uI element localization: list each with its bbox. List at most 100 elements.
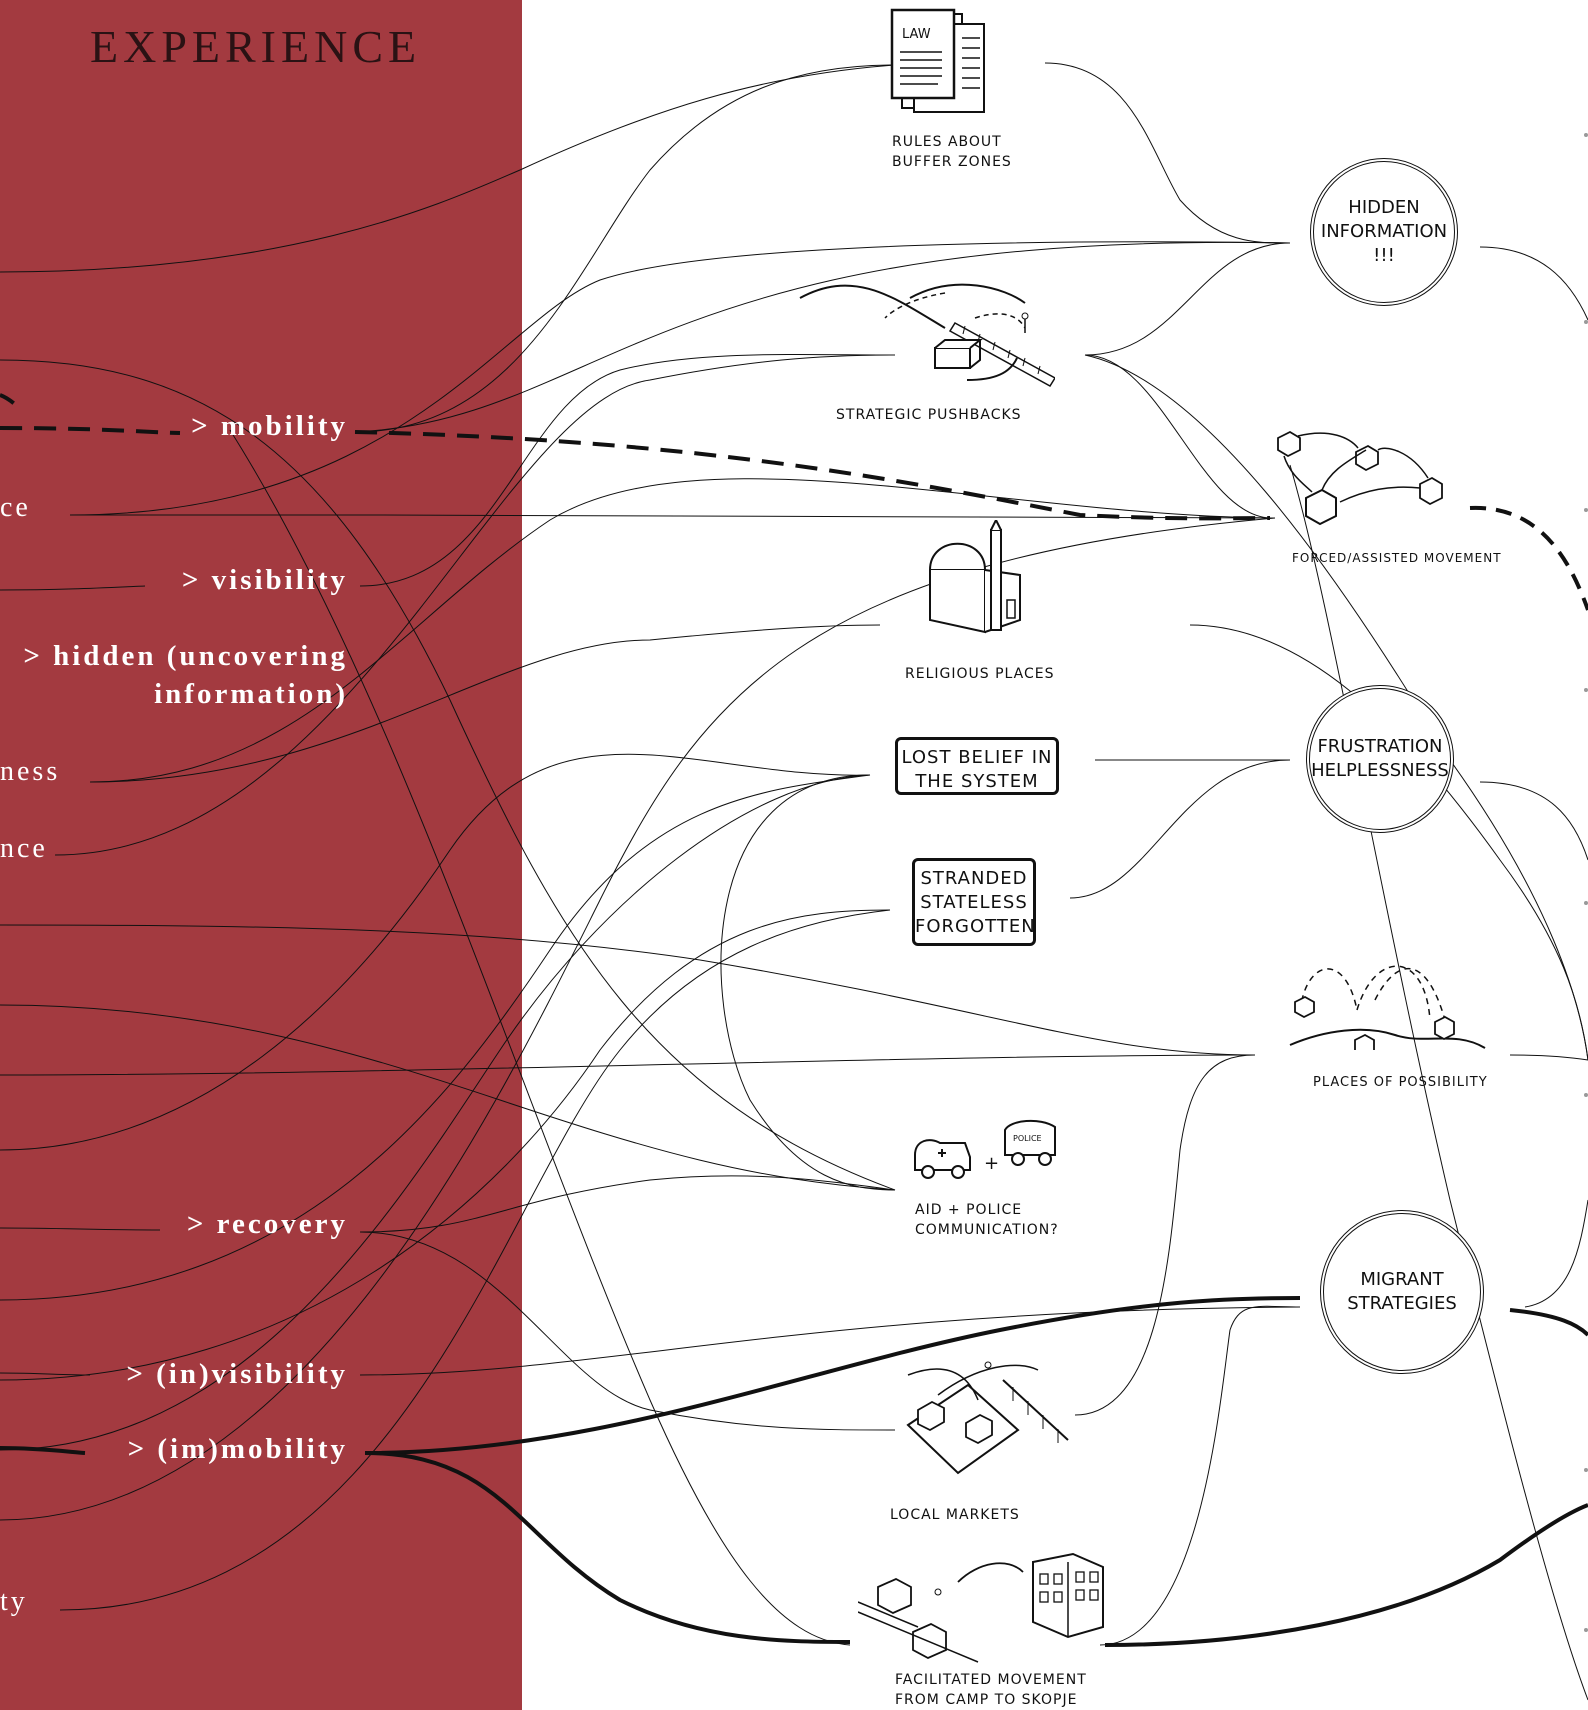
caption-line: FACILITATED MOVEMENT xyxy=(895,1672,1087,1688)
label-recovery: > recovery xyxy=(186,1208,348,1240)
link-line xyxy=(354,241,1291,433)
immobility-path xyxy=(1104,1503,1588,1647)
label-fragment: ty xyxy=(0,1586,28,1617)
caption-line: RULES ABOUT xyxy=(892,134,1002,150)
label-fragment: ce xyxy=(0,492,31,523)
immobility-path xyxy=(0,1446,86,1455)
link-line xyxy=(0,1054,1256,1076)
link-line xyxy=(1084,242,1291,356)
experience-panel xyxy=(0,0,522,1710)
immobility-path xyxy=(364,1296,1301,1455)
link-line xyxy=(1099,1305,1301,1646)
link-line xyxy=(1289,464,1588,1701)
link-line xyxy=(354,64,896,433)
svg-text:LAW: LAW xyxy=(902,27,931,42)
aid-caption: AID + POLICE COMMUNICATION? xyxy=(915,1200,1059,1240)
mobility-dashed-path xyxy=(1469,505,1588,611)
link-line xyxy=(69,241,1291,516)
link-line xyxy=(0,924,1256,1056)
label-fragment: nce xyxy=(0,833,48,864)
link-line xyxy=(720,774,896,1191)
node-line: STRATEGIES xyxy=(1347,1293,1457,1314)
node-line: HIDDEN xyxy=(1348,197,1420,218)
link-line xyxy=(359,1175,896,1233)
link-line xyxy=(1524,1199,1588,1308)
link-line xyxy=(359,1231,896,1431)
immobility-path xyxy=(364,1451,851,1644)
forced-movement-caption: FORCED/ASSISTED MOVEMENT xyxy=(1292,551,1502,565)
immobility-path xyxy=(1509,1308,1588,1337)
node-line: MIGRANT xyxy=(1360,1269,1444,1290)
facilitated-movement-icon xyxy=(858,1552,1104,1663)
law-document-icon: LAW xyxy=(890,8,985,113)
link-line xyxy=(0,359,896,1191)
pushbacks-caption: STRATEGIC PUSHBACKS xyxy=(836,407,1022,423)
link-line xyxy=(89,624,881,783)
mobility-dashed-path xyxy=(0,426,1271,521)
link-line xyxy=(69,514,1276,519)
node-line: THE SYSTEM xyxy=(915,771,1039,792)
forced-movement-icon xyxy=(1277,430,1443,526)
link-line xyxy=(0,585,146,591)
link-line xyxy=(0,753,871,1151)
mosque-icon xyxy=(928,520,1021,634)
mobility-dashed-path xyxy=(0,393,18,407)
link-line xyxy=(0,64,896,273)
link-line xyxy=(1084,354,1271,519)
religious-caption: RELIGIOUS PLACES xyxy=(905,666,1055,682)
link-line xyxy=(359,353,896,587)
lost-belief-node: LOST BELIEF IN THE SYSTEM xyxy=(895,737,1059,795)
caption-line: COMMUNICATION? xyxy=(915,1222,1059,1238)
label-fragment: ness xyxy=(0,756,61,787)
label-visibility: > visibility xyxy=(181,564,348,596)
svg-text:+: + xyxy=(984,1153,999,1174)
link-line xyxy=(0,909,891,1381)
node-line: STATELESS xyxy=(920,892,1028,913)
label-mobility: > mobility xyxy=(191,410,348,442)
possibility-caption: PLACES OF POSSIBILITY xyxy=(1313,1075,1488,1090)
link-line xyxy=(1509,1054,1588,1061)
caption-line: AID + POLICE xyxy=(915,1202,1023,1218)
link-line xyxy=(0,774,871,1301)
svg-text:POLICE: POLICE xyxy=(1013,1134,1042,1143)
markets-caption: LOCAL MARKETS xyxy=(890,1507,1020,1523)
frustration-node: FRUSTRATION HELPLESSNESS xyxy=(1306,685,1454,833)
link-line xyxy=(0,774,871,1451)
node-line: STRANDED xyxy=(920,868,1028,889)
link-line xyxy=(0,1004,896,1191)
link-line xyxy=(1479,781,1588,861)
link-line xyxy=(229,429,851,1646)
local-markets-sketch-icon xyxy=(906,1361,1069,1475)
node-line: LOST BELIEF IN xyxy=(901,747,1053,768)
node-line: HELPLESSNESS xyxy=(1311,760,1449,781)
pushback-sketch-icon xyxy=(799,283,1055,387)
link-line xyxy=(1044,62,1291,244)
possibility-sketch-icon xyxy=(1289,965,1486,1050)
link-line xyxy=(1069,759,1291,899)
link-line xyxy=(0,1372,91,1376)
link-line xyxy=(59,909,891,1611)
caption-line: FROM CAMP TO SKOPJE xyxy=(895,1692,1078,1708)
link-line xyxy=(89,478,1271,783)
link-line xyxy=(1479,246,1588,321)
caption-line: BUFFER ZONES xyxy=(892,154,1012,170)
link-line xyxy=(359,1306,1301,1376)
link-line xyxy=(1074,1054,1256,1416)
facilitated-caption: FACILITATED MOVEMENT FROM CAMP TO SKOPJE xyxy=(895,1670,1087,1710)
hidden-information-node: HIDDEN INFORMATION !!! xyxy=(1310,158,1458,306)
node-line: FORGOTTEN xyxy=(915,916,1036,937)
panel-title: EXPERIENCE xyxy=(90,21,422,72)
aid-police-vehicles-icon: + POLICE xyxy=(914,1119,1056,1179)
migrant-strategies-node: MIGRANT STRATEGIES xyxy=(1320,1210,1484,1374)
link-line xyxy=(54,354,896,856)
link-line xyxy=(0,1227,161,1231)
link-line xyxy=(1189,624,1588,1061)
node-line: INFORMATION xyxy=(1320,221,1448,242)
edge-dots xyxy=(1584,133,1588,1632)
label-hidden-line2: information) xyxy=(154,678,348,710)
label-hidden-line1: > hidden (uncovering xyxy=(23,640,348,672)
stranded-node: STRANDED STATELESS FORGOTTEN xyxy=(912,858,1036,946)
node-line: FRUSTRATION xyxy=(1317,736,1443,757)
